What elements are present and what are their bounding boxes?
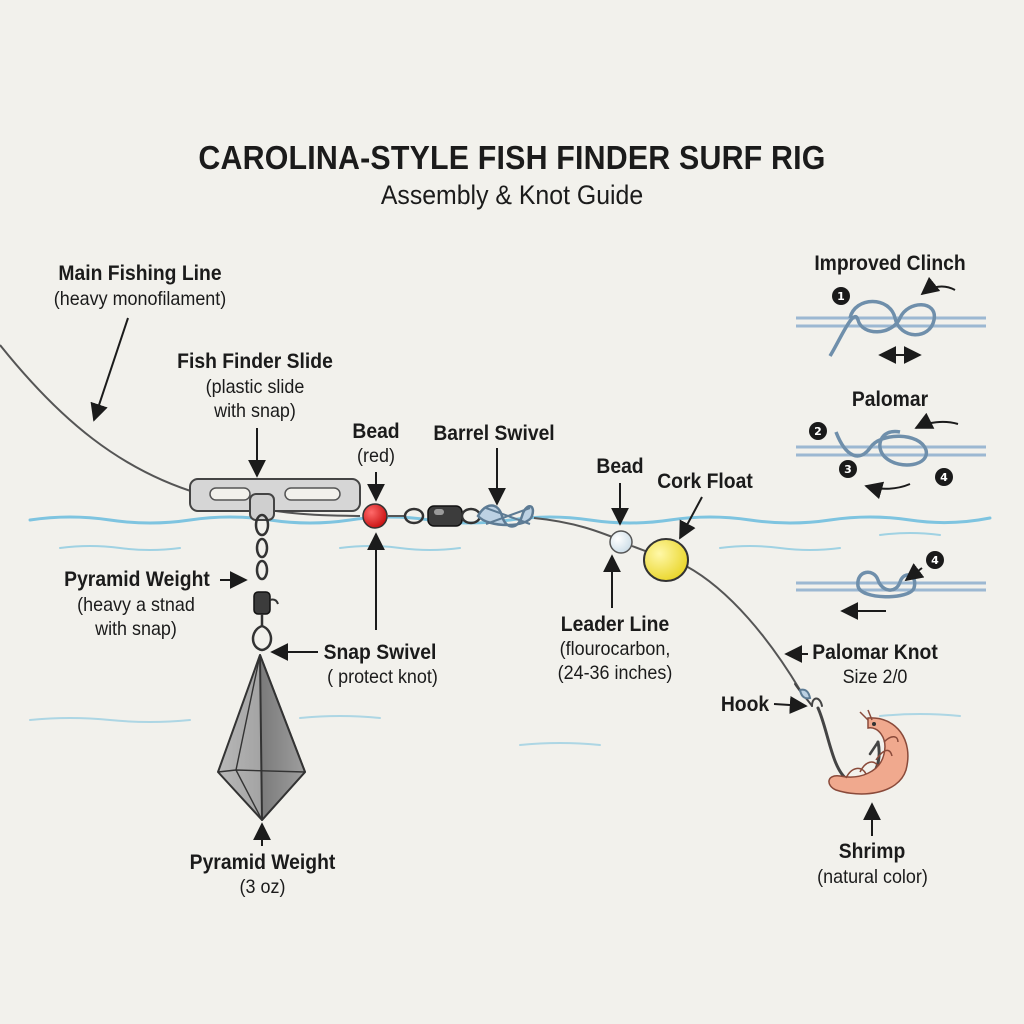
pyramid-weight [217,654,306,821]
label-bead-red: Bead [352,420,400,443]
diagram-title: CAROLINA-STYLE FISH FINDER SURF RIG [198,139,826,176]
pointer-arrows [90,317,881,846]
palomar-diagram: 2 3 4 [796,412,986,500]
label-snap-swivel-detail: ( protect knot) [327,666,438,688]
clinch-knot-on-line [476,504,535,528]
shrimp [828,709,909,795]
label-slide-detail-1: (plastic slide [205,376,305,398]
leader-line [685,565,801,691]
label-palomar-knot: Palomar Knot [812,641,938,664]
label-shrimp: Shrimp [838,840,906,863]
slide-snap-chain [254,513,270,581]
step-badge-4b: 4 [931,554,939,567]
arrow-main-line [90,317,129,422]
step-badge-3: 3 [844,463,852,476]
label-slide-detail-2: with snap) [214,400,296,422]
knot-step-diagram: 4 [796,551,986,620]
label-bead-white: Bead [596,455,644,478]
hook [794,683,881,784]
label-cork-float: Cork Float [657,470,753,493]
label-snap-swivel: Snap Swivel [323,641,437,664]
arrow-cork-float [679,496,703,540]
label-leader-line: Leader Line [560,613,670,636]
snap-swivel [251,591,279,652]
label-leader-line-detail-2: (24-36 inches) [557,662,673,684]
cork-float [643,538,689,582]
water-surface [28,515,992,746]
label-palomar: Palomar [851,388,929,411]
label-shrimp-detail: (natural color) [817,866,928,888]
diagram-subtitle: Assembly & Knot Guide [380,180,644,210]
label-barrel-swivel: Barrel Swivel [433,422,555,445]
arrow-hook [773,696,808,714]
label-leader-line-detail-1: (flourocarbon, [559,638,671,660]
label-pyramid-weight-left: Pyramid Weight [64,568,210,591]
step-badge-1: 1 [837,290,845,303]
step-badge-2: 2 [814,425,822,438]
main-fishing-line [0,344,361,517]
label-palomar-knot-detail: Size 2/0 [842,666,908,688]
step-badge-4: 4 [940,471,948,484]
label-improved-clinch: Improved Clinch [814,252,966,275]
red-bead [362,503,388,529]
label-bead-red-detail: (red) [357,445,395,467]
fish-finder-slide [189,478,361,521]
improved-clinch-diagram: 1 [796,276,986,364]
label-pyramid-weight-bottom: Pyramid Weight [189,851,336,874]
white-bead [609,530,633,554]
label-pyramid-weight-bottom-detail: (3 oz) [239,876,286,898]
label-pyramid-weight-left-detail-2: with snap) [95,618,177,640]
label-main-line: Main Fishing Line [58,262,222,285]
barrel-swivel [403,505,482,527]
label-pyramid-weight-left-detail-1: (heavy a stnad [77,594,195,616]
label-main-line-detail: (heavy monofilament) [53,288,227,310]
label-hook: Hook [720,693,770,716]
label-fish-finder-slide: Fish Finder Slide [177,350,333,373]
